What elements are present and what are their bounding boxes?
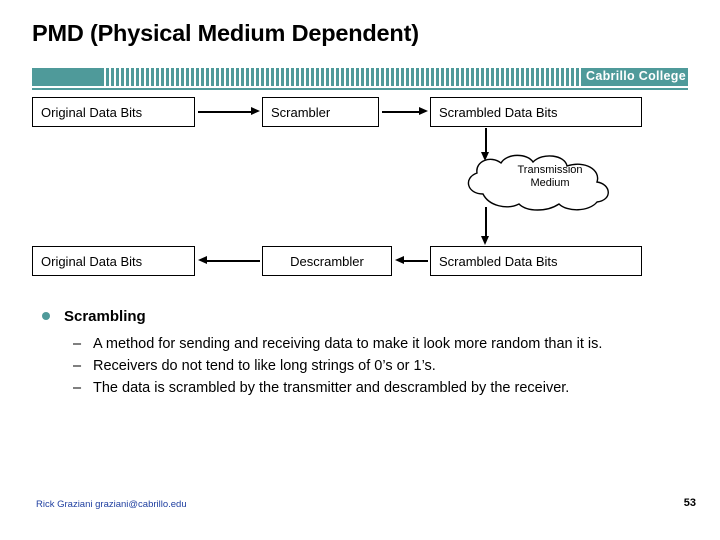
bullet-item-2: – Receivers do not tend to like long str… [36,355,686,377]
content-bullets: Scrambling – A method for sending and re… [36,307,686,399]
box-scrambled-data-bits-top: Scrambled Data Bits [430,97,642,127]
cloud-label: Transmission Medium [495,164,605,190]
footer-page-number: 53 [683,497,696,509]
dash-icon: – [73,358,82,374]
box-scrambled-data-bits-bottom: Scrambled Data Bits [430,246,642,276]
box-scrambler: Scrambler [262,97,379,127]
box-original-data-bits-bottom: Original Data Bits [32,246,195,276]
bullet-heading-text: Scrambling [64,308,146,325]
box-original-data-bits-top: Original Data Bits [32,97,195,127]
bullet-item-2-text: Receivers do not tend to like long strin… [93,358,436,374]
bullet-item-1: – A method for sending and receiving dat… [36,333,686,355]
banner-label: Cabrillo College [586,69,686,83]
page-title: PMD (Physical Medium Dependent) [32,20,419,46]
dash-icon: – [73,336,82,352]
box-descrambler: Descrambler [262,246,392,276]
banner-stripes [104,68,584,86]
bullet-item-1-text: A method for sending and receiving data … [93,336,603,352]
arrow-left-source-to-descrambler [395,256,428,265]
bullet-dot-icon [42,312,50,320]
transmission-medium-cloud: Transmission Medium [455,152,630,214]
bullet-heading: Scrambling [36,307,686,327]
arrow-down-to-cloud [481,128,490,161]
arrow-left-descrambler-to-output [198,256,260,265]
footer-credit: Rick Graziani graziani@cabrillo.edu [36,499,187,510]
arrow-right-source-to-scrambler [198,107,260,116]
cloud-icon [467,154,609,211]
bullet-item-3: – The data is scrambled by the transmitt… [36,377,686,399]
banner-underline [32,88,688,90]
dash-icon: – [73,380,82,396]
cloud-label-line2: Medium [530,177,570,189]
arrow-right-scrambler-to-output [382,107,428,116]
bullet-item-3-text: The data is scrambled by the transmitter… [93,380,570,396]
cloud-label-line1: Transmission [517,164,583,176]
arrow-down-from-cloud [481,207,490,245]
banner: Cabrillo College [32,68,688,92]
